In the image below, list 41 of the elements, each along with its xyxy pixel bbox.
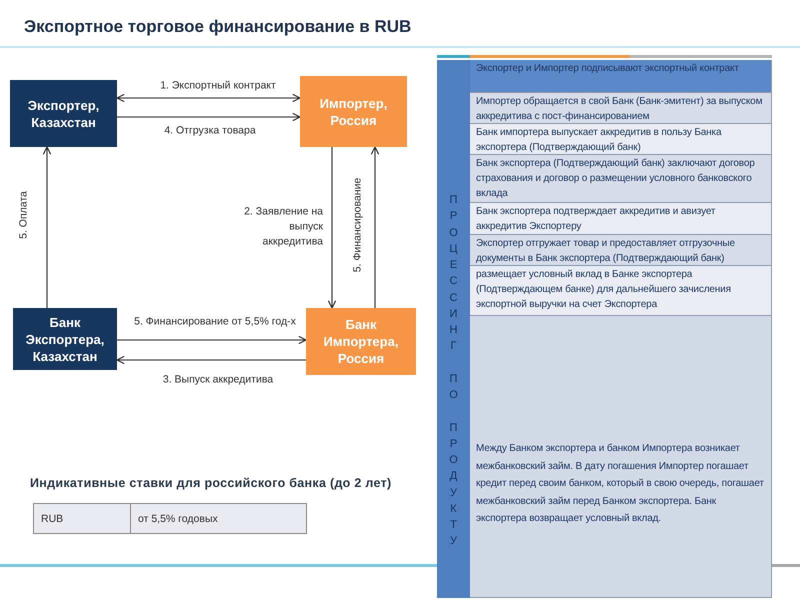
step-text: размещает условный вклад в Банке экспортера (Подтверждающем банке) для дальнейшего зачисления экспортной выручки на счет Экспортера bbox=[476, 268, 732, 312]
edge-label: 3. Выпуск аккредитива bbox=[160, 372, 276, 388]
table-heading: Индикативные ставки для российского банка (до 2 лет) bbox=[30, 476, 392, 490]
edge-label: 5. Финансирование от 5,5% год-х bbox=[132, 314, 298, 330]
entity-name: Экспортер, Казахстан bbox=[26, 96, 100, 130]
step-row bbox=[470, 155, 772, 203]
step-text: Между Банком экспортера и банком Импортера возникает межбанковский займ. В дату погашения Импортер погашает кредит перед своим банком, который в свою очередь, погашает межбанковский займ перед Банком экспортера. Банк экспортера возвращает условный вклад. bbox=[476, 442, 765, 526]
step-row bbox=[470, 235, 772, 266]
table-cell: от 5,5% годовых bbox=[130, 503, 307, 534]
step-text: Банк экспортера (Подтверждающий банк) заключают договор страхования и договор о размещении условного банковского вклада bbox=[476, 157, 756, 201]
step-row bbox=[470, 316, 772, 598]
edge-label: 1. Экспортный контракт bbox=[158, 78, 278, 94]
edge-label: 4. Отгрузка товара bbox=[162, 124, 258, 138]
slide-title: Экспортное торговое финансирование в RUB bbox=[24, 17, 412, 37]
side-band bbox=[437, 60, 470, 598]
double-arrow bbox=[116, 94, 301, 102]
step-text: Банк импортера выпускает аккредитив в пользу Банка экспортера (Подтверждающий банк) bbox=[476, 126, 722, 155]
arrow bbox=[42, 146, 52, 308]
edge-label: 5. Финансирование bbox=[350, 176, 366, 274]
step-row bbox=[470, 124, 772, 155]
arrow bbox=[117, 336, 307, 344]
arrow bbox=[328, 147, 336, 309]
entity-box bbox=[13, 308, 117, 370]
step-text: Банк экспортера подтверждает аккредитив и авизует аккредитив Экспортеру bbox=[476, 205, 716, 234]
entity-name: Банк Импортера, Россия bbox=[322, 316, 400, 367]
entity-box bbox=[10, 80, 117, 147]
step-row bbox=[470, 266, 772, 316]
step-row bbox=[470, 203, 772, 235]
step-text: Экспортер отгружает товар и предоставляет отгрузочные документы в Банк экспортера (Подтверждающий банк) bbox=[476, 237, 736, 266]
table-cell: RUB bbox=[33, 503, 131, 534]
arrow bbox=[370, 146, 380, 308]
entity-box bbox=[306, 308, 416, 375]
vertical-heading: ПРОЦЕССИНГ ПО ПРОДУКТУ bbox=[448, 193, 459, 550]
entity-name: Банк Экспортера, Казахстан bbox=[24, 314, 106, 364]
entity-box bbox=[300, 76, 407, 147]
entity-name: Импортер, Россия bbox=[318, 94, 388, 128]
step-text: Импортер обращается в свой Банк (Банк-эмитент) за выпуском аккредитива с пост-финансированием bbox=[476, 95, 764, 124]
arrow bbox=[117, 112, 301, 122]
step-row bbox=[470, 60, 772, 93]
arrow bbox=[116, 356, 306, 364]
step-text: Экспортер и Импортер подписывают экспортный контракт bbox=[476, 62, 740, 76]
